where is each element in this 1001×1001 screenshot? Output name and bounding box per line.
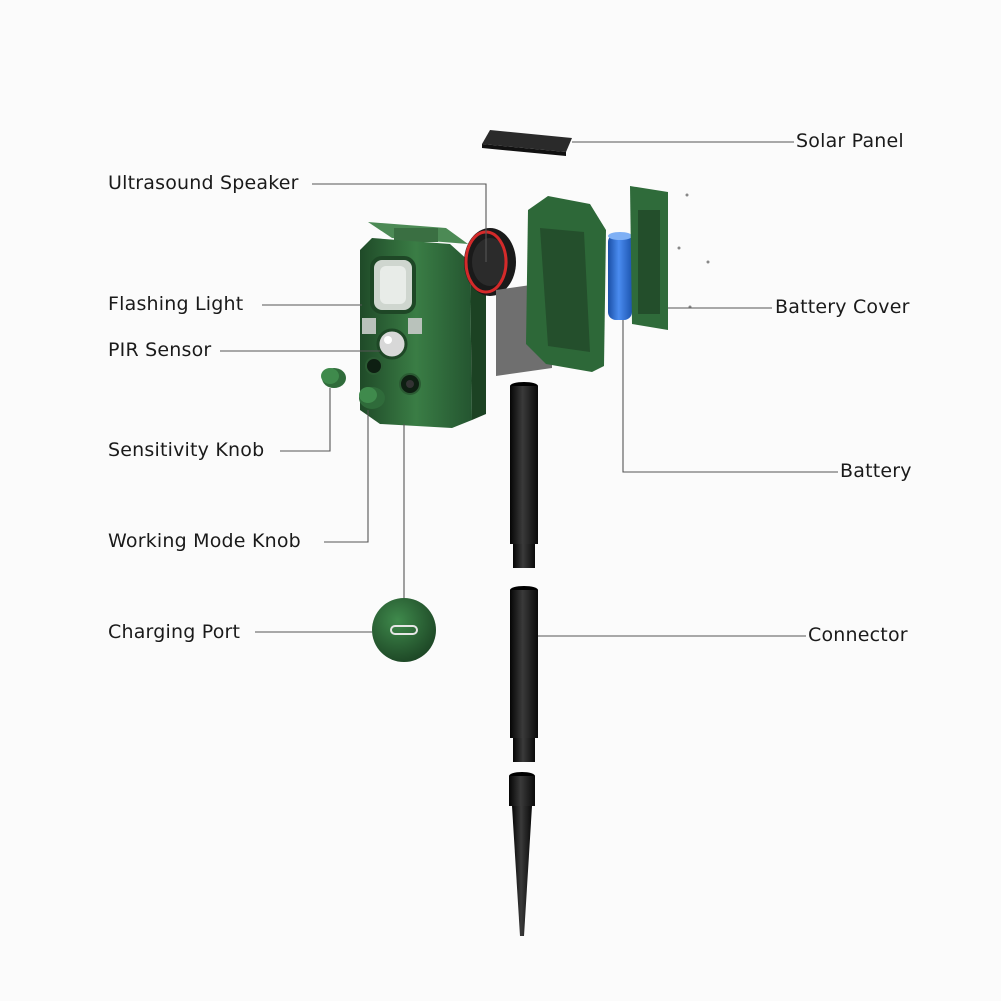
stake-tube-middle	[510, 586, 538, 762]
label-connector: Connector	[808, 624, 908, 646]
label-working-mode-knob: Working Mode Knob	[108, 530, 301, 552]
label-battery-cover: Battery Cover	[775, 296, 910, 318]
leader-lines	[220, 141, 838, 637]
label-solar-panel: Solar Panel	[796, 130, 904, 152]
solar-panel-part	[482, 130, 572, 156]
charging-port-part	[372, 598, 436, 662]
main-housing-part	[360, 222, 486, 428]
label-charging-port: Charging Port	[108, 621, 241, 643]
ultrasound-speaker-part	[464, 228, 516, 296]
battery-cover-part	[630, 186, 710, 330]
label-ultrasound-speaker: Ultrasound Speaker	[108, 172, 299, 194]
leader-sensitivity-knob	[280, 388, 331, 452]
leader-ultrasound-speaker	[312, 183, 487, 262]
battery-part	[608, 232, 632, 320]
sensitivity-knob-part	[321, 368, 346, 388]
label-battery: Battery	[840, 460, 912, 482]
label-flashing-light: Flashing Light	[108, 293, 244, 315]
leader-working-mode-knob	[324, 410, 369, 543]
working-mode-knob-part	[359, 387, 385, 409]
stake-tube-upper	[510, 382, 538, 568]
label-sensitivity-knob: Sensitivity Knob	[108, 439, 265, 461]
leader-battery	[622, 320, 838, 473]
stake-spike	[509, 772, 535, 936]
back-housing-part	[526, 196, 606, 372]
label-pir-sensor: PIR Sensor	[108, 339, 212, 361]
